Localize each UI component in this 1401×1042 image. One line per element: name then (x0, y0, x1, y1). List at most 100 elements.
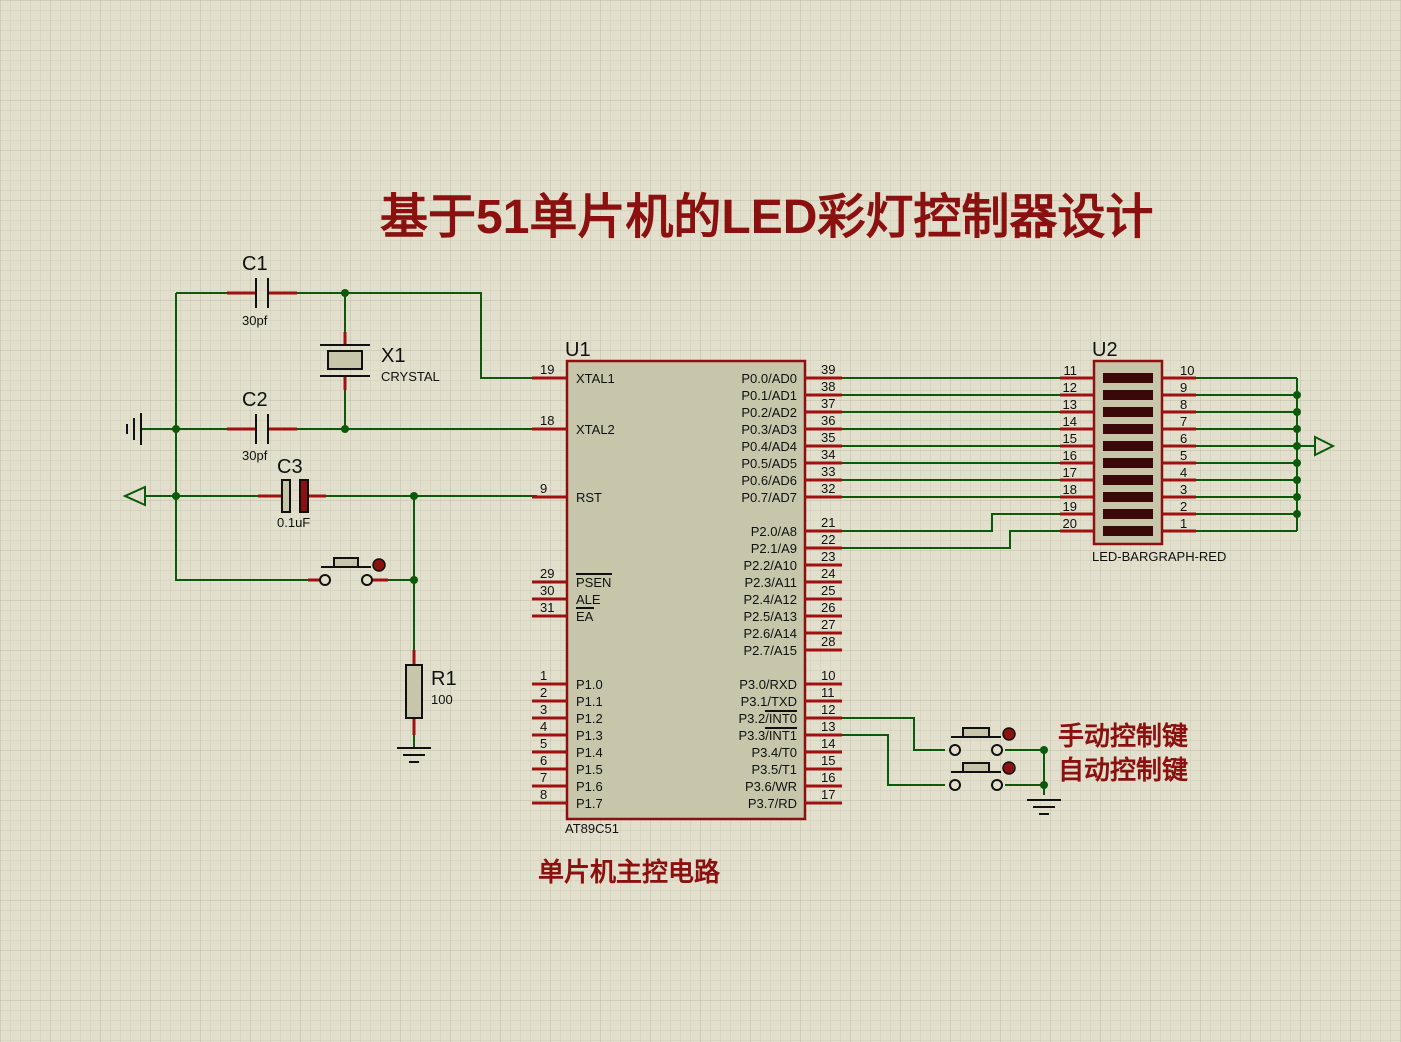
u1-pin-number: 8 (540, 787, 547, 802)
u1-pin-number: 2 (540, 685, 547, 700)
u2-pin-number: 7 (1180, 414, 1187, 429)
u2-pin-number: 12 (1063, 380, 1077, 395)
u1-pin-number: 1 (540, 668, 547, 683)
u1-pin-number: 27 (821, 617, 835, 632)
u1-pin-number: 21 (821, 515, 835, 530)
u2-pin-number: 19 (1063, 499, 1077, 514)
led-segment (1103, 424, 1153, 434)
u1-pin-name: P0.1/AD1 (741, 388, 797, 403)
u1-pin-name: RST (576, 490, 602, 505)
terminal-arrow-left (122, 485, 146, 507)
u1-pin-name: P2.1/A9 (751, 541, 797, 556)
u2-pin-number: 13 (1063, 397, 1077, 412)
reset-button[interactable] (308, 557, 388, 586)
u1-pin-name: P1.1 (576, 694, 603, 709)
u2-pin-number: 11 (1064, 363, 1078, 378)
u1-pin-name: P0.7/AD7 (741, 490, 797, 505)
auto-control-switch[interactable] (949, 761, 1016, 791)
u2-pin-number: 18 (1063, 482, 1077, 497)
led-segment (1103, 373, 1153, 383)
capacitor-c2[interactable]: C2 30pf (227, 389, 297, 463)
u1-pin-name: PSEN (576, 575, 611, 590)
u1-pin-name: P0.0/AD0 (741, 371, 797, 386)
u1-pin-name: P3.3/INT1 (738, 728, 797, 743)
u1-pin-number: 31 (540, 600, 554, 615)
u1-pin-name: P1.3 (576, 728, 603, 743)
u1-pin-number: 14 (821, 736, 835, 751)
u1-pin-number: 3 (540, 702, 547, 717)
u1-pin-number: 5 (540, 736, 547, 751)
u2-value: LED-BARGRAPH-RED (1092, 549, 1226, 564)
u1-value: AT89C51 (565, 821, 619, 836)
capacitor-c3[interactable]: C3 0.1uF (258, 456, 326, 530)
u1-pin-number: 10 (821, 668, 835, 683)
manual-control-switch[interactable] (949, 727, 1016, 756)
c1-value: 30pf (242, 313, 268, 328)
u1-ref: U1 (565, 339, 591, 361)
u2-pin-number: 9 (1180, 380, 1187, 395)
c3-ref: C3 (277, 456, 303, 478)
auto-key-label: 自动控制键 (1058, 755, 1188, 785)
u2-pin-number: 1 (1180, 516, 1187, 531)
u1-pin-name: P1.4 (576, 745, 603, 760)
led-segment (1103, 407, 1153, 417)
u1-pin-name: EA (576, 609, 594, 624)
u1-pin-name: P2.7/A15 (744, 643, 798, 658)
manual-key-label: 手动控制键 (1058, 721, 1188, 751)
u1-pin-name: P1.5 (576, 762, 603, 777)
ground-symbol-r1 (397, 747, 431, 763)
u1-pin-number: 39 (821, 362, 835, 377)
u1-pin-number: 19 (540, 362, 554, 377)
c1-ref: C1 (242, 253, 268, 275)
u1-right-pins: 39P0.0/AD038P0.1/AD137P0.2/AD236P0.3/AD3… (738, 362, 842, 811)
capacitor-c1[interactable]: C1 30pf (227, 253, 297, 328)
r1-value: 100 (431, 692, 453, 707)
u1-pin-number: 18 (540, 413, 554, 428)
main-circuit-label: 单片机主控电路 (538, 857, 721, 887)
u1-pin-name: ALE (576, 592, 601, 607)
u1-pin-name: P0.2/AD2 (741, 405, 797, 420)
resistor-r1[interactable]: R1 100 (405, 650, 457, 735)
u1-pin-number: 38 (821, 379, 835, 394)
u1-pin-name: P3.7/RD (748, 796, 797, 811)
u1-pin-name: P3.5/T1 (751, 762, 797, 777)
led-segment (1103, 390, 1153, 400)
page-title: 基于51单片机的LED彩灯控制器设计 (380, 191, 1153, 244)
u1-pin-number: 15 (821, 753, 835, 768)
crystal-x1[interactable]: X1 CRYSTAL (320, 332, 440, 390)
u1-pin-number: 25 (821, 583, 835, 598)
u1-pin-name: P1.7 (576, 796, 603, 811)
u1-pin-name: P2.2/A10 (744, 558, 798, 573)
u1-pin-number: 24 (821, 566, 835, 581)
u1-pin-name: P3.6/WR (745, 779, 797, 794)
c2-value: 30pf (242, 448, 268, 463)
u2-ref: U2 (1092, 339, 1118, 361)
x1-ref: X1 (381, 345, 405, 367)
u1-pin-number: 30 (540, 583, 554, 598)
led-segment (1103, 441, 1153, 451)
led-segment (1103, 458, 1153, 468)
c3-value: 0.1uF (277, 515, 310, 530)
chip-u1[interactable]: U1 AT89C51 19XTAL118XTAL29RST29PSEN30ALE… (532, 339, 842, 836)
u1-pin-number: 9 (540, 481, 547, 496)
c2-ref: C2 (242, 389, 268, 411)
u2-pin-number: 20 (1063, 516, 1077, 531)
junctions (172, 289, 1301, 789)
u1-pin-number: 37 (821, 396, 835, 411)
ground-symbol-left (126, 413, 148, 445)
u1-pin-number: 29 (540, 566, 554, 581)
ground-symbol-switches (1027, 799, 1061, 815)
r1-ref: R1 (431, 668, 457, 690)
u1-pin-number: 28 (821, 634, 835, 649)
terminal-arrow-right (1314, 435, 1336, 457)
u2-pin-number: 14 (1063, 414, 1077, 429)
u1-pin-number: 23 (821, 549, 835, 564)
u1-pin-name: P2.3/A11 (744, 575, 797, 590)
led-segment (1103, 492, 1153, 502)
u1-pin-number: 35 (821, 430, 835, 445)
u1-pin-number: 32 (821, 481, 835, 496)
wires (145, 292, 1315, 795)
